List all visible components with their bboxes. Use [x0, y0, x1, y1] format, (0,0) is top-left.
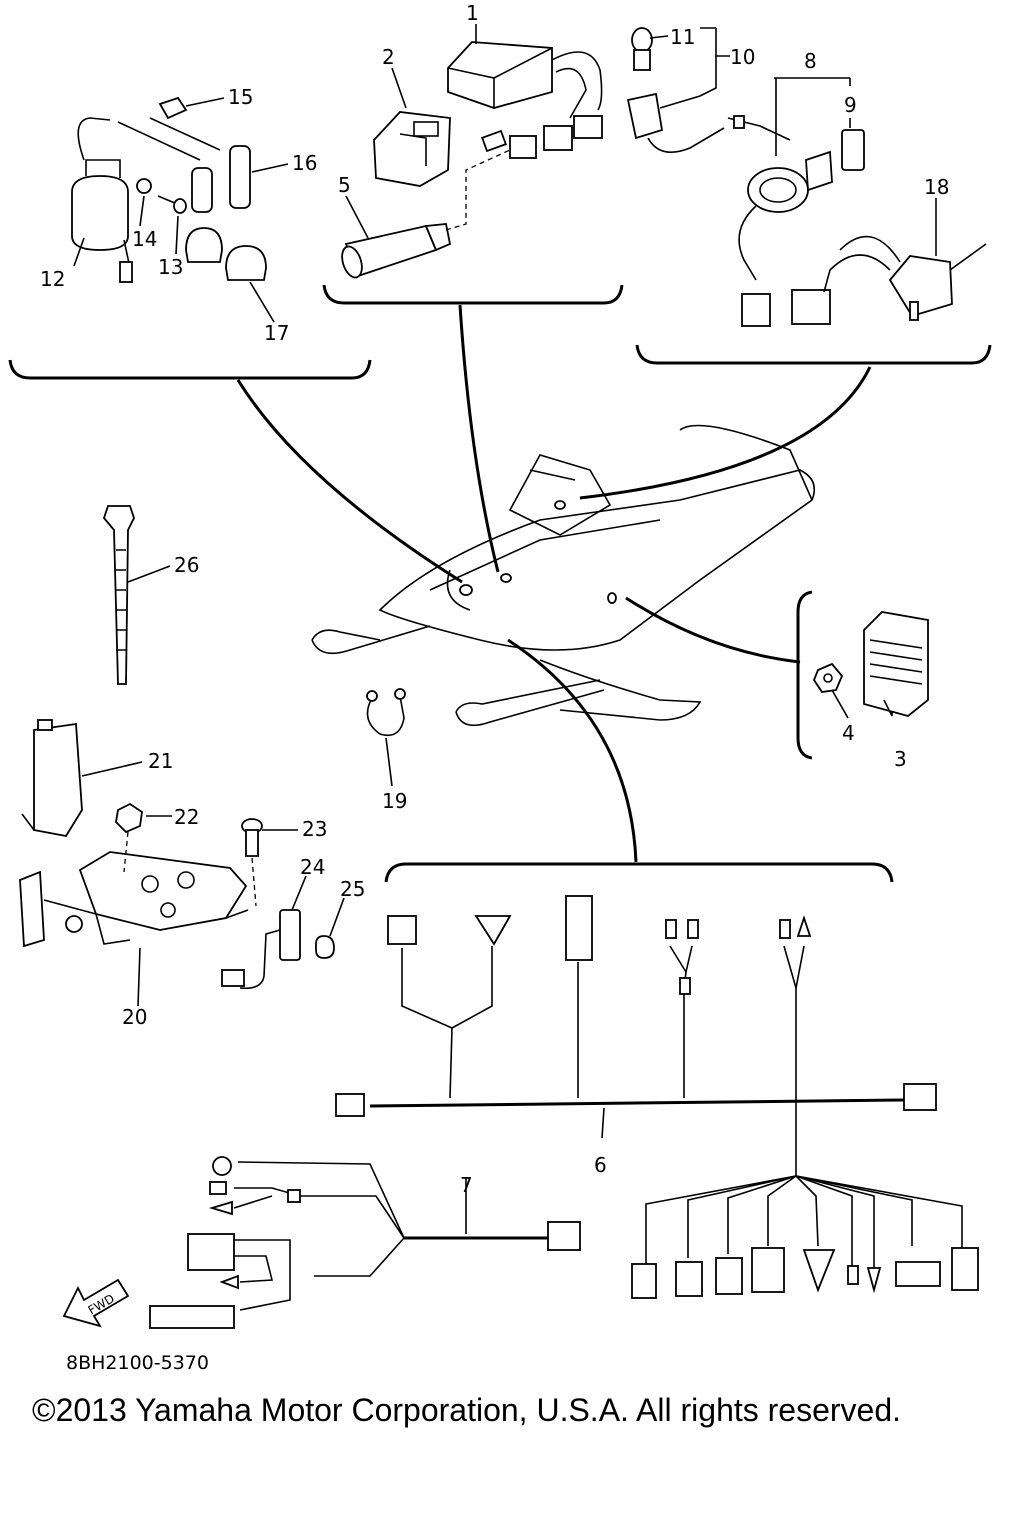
- part-14-nut: [136, 178, 152, 194]
- callout-14: 14: [132, 227, 157, 251]
- callout-11: 11: [670, 25, 695, 49]
- callout-8: 8: [804, 49, 817, 73]
- callout-12: 12: [40, 267, 65, 291]
- callout-17: 17: [264, 321, 289, 345]
- callout-10: 10: [730, 45, 755, 69]
- callout-18: 18: [924, 175, 949, 199]
- callout-24: 24: [300, 855, 325, 879]
- part-20-bracket-plate: [19, 851, 249, 948]
- part-8-main-switch: [738, 150, 833, 327]
- part-3-regulator: [863, 611, 929, 717]
- callout-22: 22: [174, 805, 199, 829]
- bracket-right-group: [635, 344, 992, 365]
- bracket-center-group: [322, 284, 624, 305]
- callout-3: 3: [894, 747, 907, 771]
- part-24-relay-connector: [221, 909, 301, 990]
- part-12-ignition-coil: [71, 117, 133, 283]
- callout-20: 20: [122, 1005, 147, 1029]
- part-5-cylinder: [341, 149, 511, 279]
- part-26-cable-tie: [102, 505, 135, 685]
- callout-26: 26: [174, 553, 199, 577]
- callout-23: 23: [302, 817, 327, 841]
- callout-9: 9: [844, 93, 857, 117]
- part-18-switch: [823, 235, 987, 321]
- part-19-clip: [366, 688, 406, 737]
- part-15-cap: [158, 96, 188, 120]
- callout-13: 13: [158, 255, 183, 279]
- fwd-arrow: FWD: [62, 1278, 130, 1328]
- bracket-left-group: [8, 359, 372, 380]
- part-16-plug-caps: [117, 117, 251, 213]
- bracket-harness-group: [384, 862, 894, 883]
- part-4-nut: [812, 662, 844, 693]
- callout-6: 6: [594, 1153, 607, 1177]
- callout-labels: 1 2 3 4 5 6 7 8 9 10 11 12 13 14 15 16 1…: [40, 1, 949, 1197]
- part-23-bolt: [241, 818, 263, 907]
- part-13-screw: [157, 195, 187, 214]
- catalog-code: 8BH2100-5370: [66, 1352, 209, 1374]
- part-9-key-cap: [841, 129, 865, 171]
- callout-2: 2: [382, 45, 395, 69]
- part-25-grommet: [315, 935, 335, 959]
- part-6-main-harness: [335, 895, 979, 1299]
- leader-curves: [236, 304, 872, 863]
- copyright-notice: ©2013 Yamaha Motor Corporation, U.S.A. A…: [32, 1392, 902, 1428]
- part-10-socket: [626, 92, 791, 154]
- part-22-nut: [115, 802, 143, 873]
- callout-15: 15: [228, 85, 253, 109]
- part-1-cdi-unit: [447, 41, 603, 159]
- bracket-regulator-group: [796, 590, 813, 760]
- callout-7: 7: [460, 1173, 473, 1197]
- part-2-clamp: [373, 111, 451, 187]
- callout-4: 4: [842, 721, 855, 745]
- callout-16: 16: [292, 151, 317, 175]
- part-7-sub-harness: [149, 1156, 581, 1329]
- part-21-cover: [21, 719, 83, 837]
- callout-25: 25: [340, 877, 365, 901]
- part-11-bulb: [631, 27, 653, 71]
- snowmobile-illustration: [311, 424, 816, 727]
- part-17-grommets: [185, 227, 267, 281]
- callout-leaders: [73, 24, 937, 1234]
- callout-5: 5: [338, 173, 351, 197]
- callout-1: 1: [466, 1, 479, 25]
- callout-21: 21: [148, 749, 173, 773]
- callout-19: 19: [382, 789, 407, 813]
